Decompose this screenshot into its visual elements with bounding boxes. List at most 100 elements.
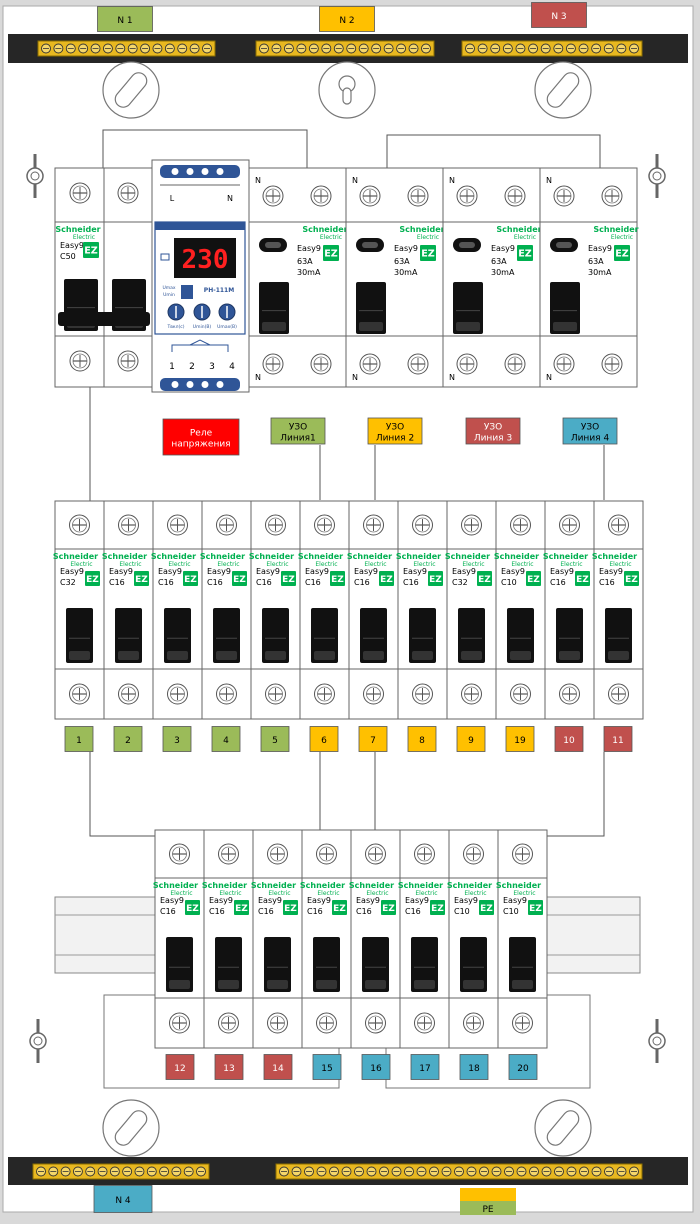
rcd-neutral-label: N (352, 176, 358, 185)
breaker-toggle-icon (507, 608, 534, 663)
brand-name: Schneider (593, 225, 638, 234)
relay-display (174, 238, 236, 278)
terminal-screw-icon (310, 353, 332, 375)
breaker-rating: C16 (158, 578, 174, 587)
terminal-screw-icon (407, 185, 429, 207)
circuit-label-text: 1 (76, 736, 82, 746)
model-name: Easy9 (491, 244, 515, 253)
terminal-screw-icon (456, 185, 478, 207)
ez-badge (477, 571, 492, 586)
rcd-leak: 30mA (297, 268, 321, 277)
cable-entry-icon (534, 61, 592, 119)
breaker-rating: C16 (256, 578, 272, 587)
circuit-label-box (64, 726, 94, 752)
terminal-screw-icon (608, 514, 629, 536)
circuit-label-box (456, 726, 486, 752)
breaker-rating: C16 (307, 907, 323, 916)
circuit-label-text: 3 (174, 736, 180, 746)
breaker-toggle-icon (66, 608, 93, 663)
latch-center (652, 1036, 662, 1046)
group-label-box (270, 417, 326, 445)
model-name: Easy9 (297, 244, 321, 253)
terminal-screw-icon (601, 353, 623, 375)
wire (545, 752, 605, 837)
terminal-screw-icon (316, 1012, 337, 1034)
relay-knob-label: Tвкл(с) (167, 324, 185, 330)
relay-knob-label: Umax(B) (217, 324, 237, 330)
clip-hole (216, 168, 224, 175)
busbar-strip (461, 40, 643, 57)
toggle-lever (510, 651, 531, 660)
group-label-box (367, 417, 423, 445)
terminal-screw-icon (456, 353, 478, 375)
rcd-neutral-label: N (255, 176, 261, 185)
toggle-lever (167, 651, 188, 660)
model-name: Easy9 (305, 567, 329, 576)
breaker-toggle-icon (356, 282, 386, 334)
breaker-toggle-icon (311, 608, 338, 663)
circuit-label-box (508, 1054, 538, 1080)
ez-badge (381, 900, 396, 915)
brand-name: Schneider (55, 225, 100, 234)
relay-small-label: Umax (162, 285, 175, 291)
bus-label-top-text: N 1 (117, 16, 132, 26)
toggle-body (556, 608, 583, 663)
keyhole-slot (342, 87, 352, 105)
rcd-current: 63A (394, 257, 410, 266)
bus-label-bottom-box (93, 1185, 153, 1213)
circuit-label-text: 9 (468, 736, 474, 746)
latch-center (30, 171, 40, 181)
model-name: Easy9 (207, 567, 231, 576)
terminal-screw-icon (504, 353, 526, 375)
terminal-screw-icon (117, 350, 139, 372)
terminal-screw-icon (69, 683, 90, 705)
model-name: Easy9 (158, 567, 182, 576)
ez-badge-text: EZ (421, 249, 435, 260)
ez-badge (528, 900, 543, 915)
door-latch-icon (29, 1019, 47, 1063)
circuit-label-box (162, 726, 192, 752)
terminal-screw-icon (414, 1012, 435, 1034)
rcd-test-button-inner (265, 242, 281, 248)
ez-badge-text: EZ (431, 904, 444, 914)
terminal-screw-icon (262, 185, 284, 207)
brand-sub: Electric (70, 561, 92, 568)
group-label-text: УЗО (484, 423, 502, 433)
brand-sub: Electric (266, 561, 288, 568)
brand-sub: Electric (168, 561, 190, 568)
brand-sub: Electric (417, 234, 439, 241)
group-label-text: Линия 4 (571, 434, 610, 444)
relay-led-icon (160, 253, 170, 261)
toggle-lever (365, 980, 386, 989)
ez-badge-text: EZ (380, 575, 393, 585)
relay-model: РН-111М (204, 287, 234, 294)
terminal-screw-icon (265, 514, 286, 536)
toggle-lever (262, 322, 286, 331)
rcd-neutral-label: N (546, 176, 552, 185)
group-label-box (465, 417, 521, 445)
breaker-rating: C32 (452, 578, 468, 587)
ez-badge-text: EZ (480, 904, 493, 914)
toggle-body (313, 937, 340, 992)
breaker-toggle-icon (215, 937, 242, 992)
rcd-current: 63A (297, 257, 313, 266)
ez-badge-text: EZ (186, 904, 199, 914)
ez-badge-text: EZ (184, 575, 197, 585)
breaker-rating: C16 (305, 578, 321, 587)
breaker-toggle-icon (262, 608, 289, 663)
clip-hole (201, 381, 209, 388)
terminal-screw-icon (463, 1012, 484, 1034)
ez-badge (232, 571, 247, 586)
terminal-screw-icon (167, 683, 188, 705)
busbar-n4 (32, 1163, 210, 1180)
ez-badge-text: EZ (282, 575, 295, 585)
breaker-rating: C16 (354, 578, 370, 587)
